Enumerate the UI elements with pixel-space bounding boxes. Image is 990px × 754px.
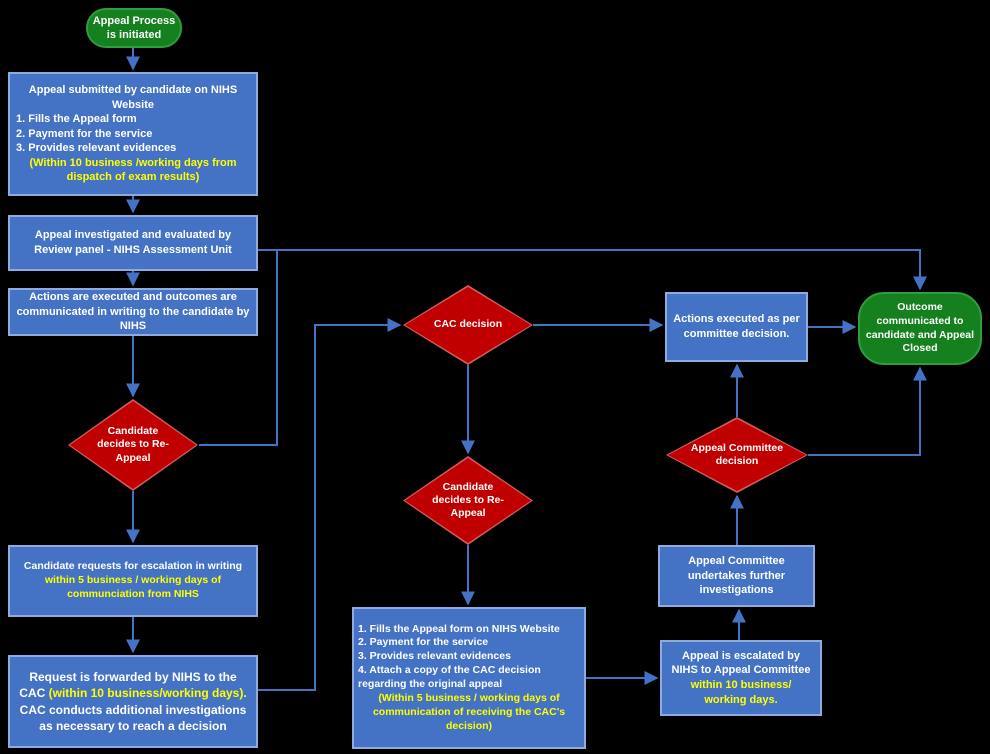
connector-investigated-to-outcome (258, 249, 927, 291)
reappeal-steps-item: 1. Fills the Appeal form on NIHS Website (358, 622, 560, 635)
forwarded-cac-text: Request is forwarded by NIHS to the CAC (19, 670, 237, 701)
start-terminator: Appeal Process is initiated (86, 8, 182, 48)
end-terminator: Outcome communicated to candidate and Ap… (858, 292, 982, 365)
box-reappeal-steps: 1. Fills the Appeal form on NIHS Website… (352, 607, 586, 749)
escalated-committee-highlight: within 10 business/ working days. (690, 679, 792, 706)
forwarded-cac-text: CAC conducts additional investigations a… (19, 702, 247, 733)
reappeal-steps-item: 2. Payment for the service (358, 636, 489, 649)
reappeal1-label: Candidate decides to Re-Appeal (97, 425, 169, 464)
reappeal-steps-note: (Within 5 business / working days of com… (372, 691, 566, 732)
decision-cac: CAC decision (403, 285, 533, 365)
decision-candidate-reappeal-2: Candidate decides to Re-Appeal (403, 456, 533, 545)
appeal-submitted-item: 1. Fills the Appeal form (16, 113, 137, 126)
appeal-submitted-note: (Within 10 business /working days from d… (29, 156, 237, 184)
start-label: Appeal Process is initiated (92, 14, 176, 41)
box-committee-investigations: Appeal Committee undertakes further inve… (658, 545, 815, 607)
actions-committee-text: Actions executed as per committee decisi… (673, 313, 800, 340)
appeal-investigated-text: Appeal investigated and evaluated by Rev… (34, 229, 232, 256)
decision-appeal-committee: Appeal Committee decision (666, 417, 808, 493)
box-appeal-investigated: Appeal investigated and evaluated by Rev… (8, 215, 258, 271)
connector-reappeal1-no-branch (199, 251, 278, 446)
connector-forwarded-to-cac-decision (258, 318, 402, 691)
forwarded-cac-highlight: (within 10 business/working days). (48, 686, 247, 701)
cac-decision-label: CAC decision (433, 318, 503, 331)
reappeal2-label: Candidate decides to Re-Appeal (432, 480, 504, 520)
committee-investigations-text: Appeal Committee undertakes further inve… (687, 555, 786, 597)
box-escalated-to-committee: Appeal is escalated by NIHS to Appeal Co… (660, 640, 822, 716)
outcome-label: Outcome communicated to candidate and Ap… (865, 301, 975, 355)
appeal-submitted-title: Appeal submitted by candidate on NIHS We… (28, 84, 238, 111)
box-forwarded-to-cac: Request is forwarded by NIHS to the CAC … (8, 655, 258, 748)
appeal-submitted-item: 2. Payment for the service (16, 127, 153, 140)
committee-decision-label: Appeal Committee decision (690, 441, 784, 467)
appeal-submitted-item: 3. Provides relevant evidences (16, 142, 177, 155)
reappeal-steps-item: 4. Attach a copy of the CAC decision reg… (358, 664, 541, 690)
decision-candidate-reappeal-1: Candidate decides to Re-Appeal (68, 399, 198, 491)
escalation-request-note: within 5 business / working days of comm… (44, 574, 222, 600)
box-actions-communicated: Actions are executed and outcomes are co… (8, 288, 258, 336)
actions-communicated-text: Actions are executed and outcomes are co… (16, 291, 250, 333)
box-actions-committee: Actions executed as per committee decisi… (665, 292, 808, 362)
box-appeal-submitted: Appeal submitted by candidate on NIHS We… (8, 72, 258, 196)
escalated-committee-text: Appeal is escalated by NIHS to Appeal Co… (671, 649, 811, 677)
reappeal-steps-item: 3. Provides relevant evidences (358, 650, 511, 663)
escalation-request-text: Candidate requests for escalation in wri… (23, 560, 243, 573)
box-escalation-request: Candidate requests for escalation in wri… (8, 545, 258, 617)
connector-committee-decision-to-outcome (808, 366, 927, 456)
